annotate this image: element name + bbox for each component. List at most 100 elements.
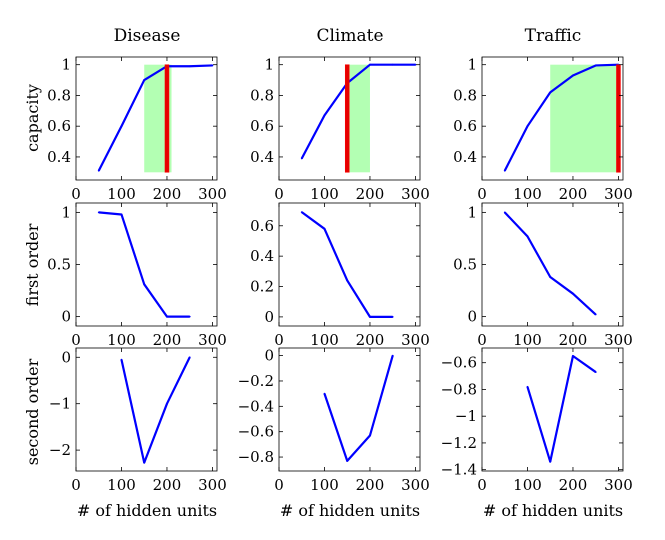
column-title-disease: Disease <box>114 26 181 46</box>
data-point <box>594 313 597 316</box>
y-tick-label: 0 <box>467 308 477 326</box>
x-tick-label: 200 <box>559 185 588 203</box>
y-tick-label: −1.4 <box>441 461 477 479</box>
x-tick-label: 100 <box>310 185 339 203</box>
data-point <box>369 63 371 66</box>
y-tick-label: −2 <box>49 441 71 459</box>
x-tick-label: 200 <box>356 476 385 494</box>
xlabel-disease: # of hidden units <box>77 501 217 520</box>
data-point <box>594 64 597 67</box>
y-tick-label: 0 <box>264 308 274 326</box>
x-tick-label: 300 <box>198 331 227 349</box>
y-tick-label: 0.8 <box>453 86 477 104</box>
data-point <box>346 459 349 462</box>
data-point <box>211 64 214 67</box>
row-label-capacity: capacity <box>23 84 42 152</box>
data-point <box>391 354 394 357</box>
y-tick-label: 0.6 <box>250 217 274 235</box>
x-tick-label: 300 <box>198 476 227 494</box>
x-tick-label: 200 <box>356 185 385 203</box>
x-tick-label: 0 <box>274 331 284 349</box>
series-line <box>503 211 597 316</box>
selected-marker <box>344 64 350 173</box>
x-tick-label: 0 <box>71 185 81 203</box>
y-tick-label: 0.6 <box>47 117 71 135</box>
data-point <box>346 279 349 282</box>
y-tick-label: −0.6 <box>441 354 477 372</box>
y-tick-label: 0.6 <box>250 117 274 135</box>
series-line <box>120 356 191 464</box>
y-tick-label: 0.8 <box>250 86 274 104</box>
data-point <box>323 114 326 117</box>
x-tick-label: 0 <box>274 476 284 494</box>
xlabel-traffic: # of hidden units <box>483 501 623 520</box>
y-tick-label: 0.5 <box>453 256 477 274</box>
data-point <box>143 283 146 286</box>
x-tick-label: 300 <box>401 331 430 349</box>
data-point <box>188 356 191 359</box>
y-tick-label: 1 <box>467 203 477 221</box>
data-point <box>526 125 529 128</box>
data-point <box>323 392 326 395</box>
xlabel-climate: # of hidden units <box>280 501 420 520</box>
data-point <box>594 371 597 373</box>
highlight-band <box>550 64 619 173</box>
y-tick-label: 0.8 <box>47 86 71 104</box>
data-point <box>97 211 100 214</box>
data-point <box>120 125 123 128</box>
y-tick-label: −0.8 <box>441 380 477 398</box>
x-tick-label: 100 <box>310 476 339 494</box>
x-tick-label: 300 <box>401 185 430 203</box>
y-tick-label: 0 <box>61 348 71 366</box>
data-point <box>526 385 529 388</box>
x-tick-label: 100 <box>310 331 339 349</box>
y-tick-label: 0.4 <box>47 148 71 166</box>
x-tick-label: 200 <box>153 331 182 349</box>
x-tick-label: 0 <box>477 331 487 349</box>
selected-marker <box>164 64 170 173</box>
x-tick-label: 100 <box>513 331 542 349</box>
x-tick-label: 200 <box>153 185 182 203</box>
x-tick-label: 0 <box>477 476 487 494</box>
column-title-climate: Climate <box>316 26 383 46</box>
series-line <box>503 63 619 172</box>
data-point <box>300 157 303 160</box>
x-tick-label: 300 <box>604 331 633 349</box>
plot-frame <box>75 202 218 327</box>
x-tick-label: 200 <box>356 331 385 349</box>
plot-frame <box>481 202 624 327</box>
x-tick-label: 0 <box>71 476 81 494</box>
data-point <box>120 358 123 361</box>
y-tick-label: −1 <box>49 395 71 413</box>
x-tick-label: 0 <box>477 185 487 203</box>
row-label-second-order: second order <box>23 358 42 465</box>
x-tick-label: 0 <box>71 331 81 349</box>
x-tick-label: 100 <box>513 185 542 203</box>
y-tick-label: 0.2 <box>250 278 274 296</box>
data-point <box>503 211 506 214</box>
panel-first-order-traffic: 0 100 200 300 0 0.5 1 <box>453 202 633 349</box>
x-tick-label: 200 <box>153 476 182 494</box>
y-tick-label: 1 <box>61 56 71 74</box>
x-tick-label: 200 <box>559 331 588 349</box>
plot-frame <box>75 56 218 181</box>
data-point <box>188 315 191 318</box>
data-point <box>503 169 506 172</box>
data-point <box>572 74 574 77</box>
x-tick-label: 0 <box>274 185 284 203</box>
series-line <box>98 211 190 318</box>
plot-frame <box>481 56 624 181</box>
x-tick-label: 100 <box>513 476 542 494</box>
data-point <box>369 315 371 318</box>
data-point <box>549 276 552 278</box>
x-tick-label: 300 <box>604 185 633 203</box>
data-point <box>369 434 371 437</box>
data-point <box>97 169 100 172</box>
selected-marker <box>616 64 621 173</box>
y-tick-label: 0.5 <box>47 256 71 274</box>
